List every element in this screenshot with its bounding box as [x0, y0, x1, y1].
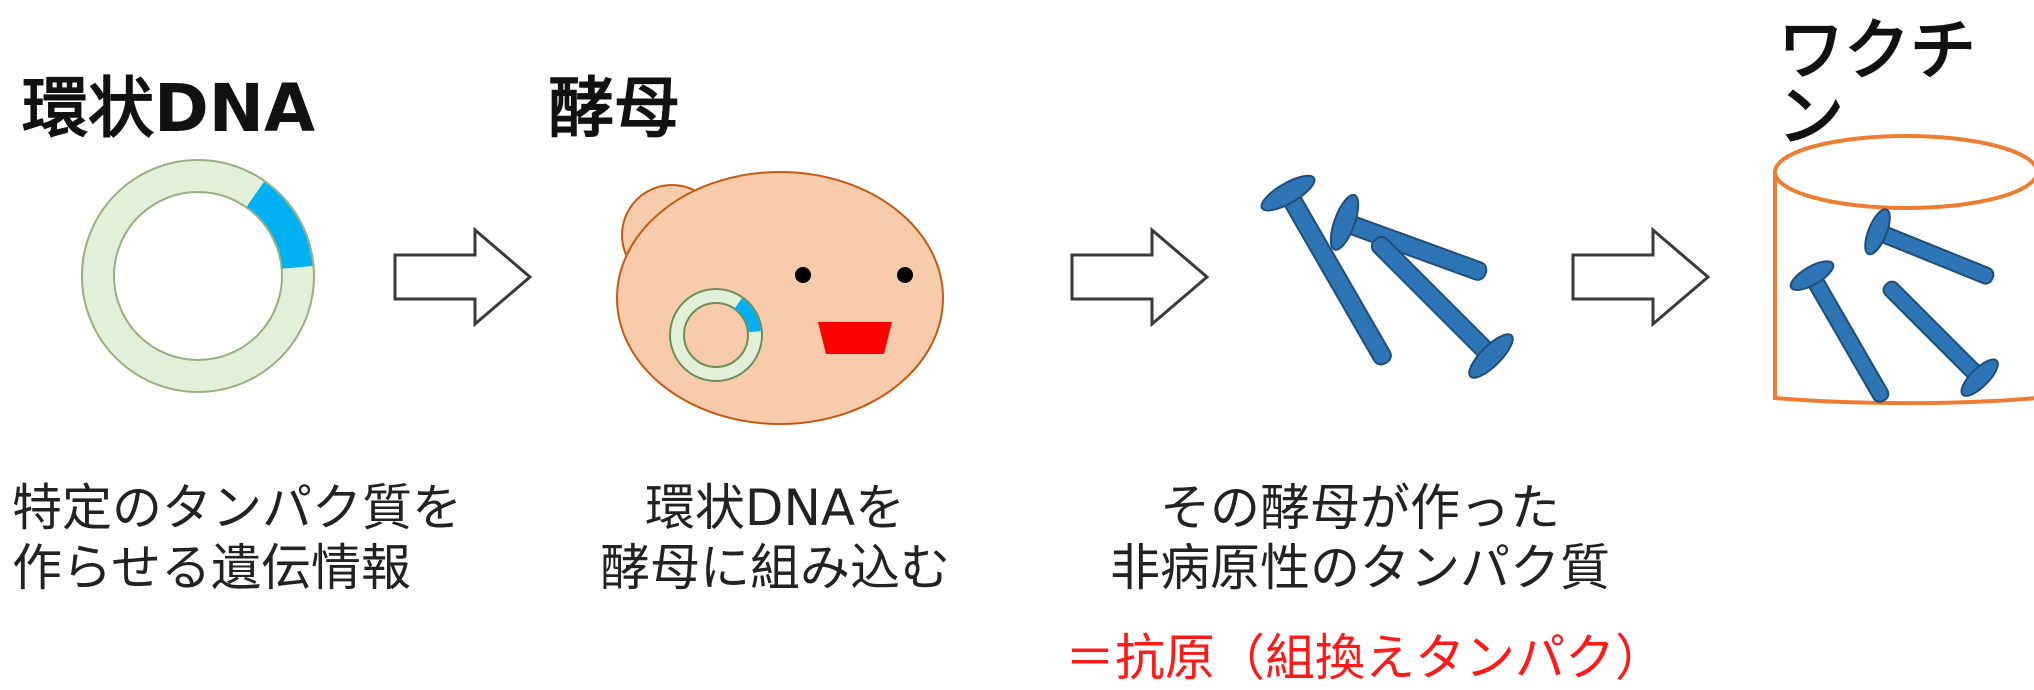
caption-yeast-line-1: 環状DNAを: [644, 479, 906, 537]
yeast-cell-icon: [616, 171, 944, 425]
caption-yeast-line-2: 酵母に組み込む: [600, 539, 950, 597]
small-dna-ring: [669, 288, 763, 382]
protein-molecule-icon: [1260, 174, 1514, 379]
vaccine-container-icon: [1773, 134, 2034, 406]
title-yeast: 酵母: [548, 70, 680, 147]
title-circular-dna: 環状DNA: [22, 70, 316, 147]
caption-dna-line-2: 作らせる遺伝情報: [12, 539, 411, 597]
caption-protein-line-1: その酵母が作った: [1160, 479, 1560, 537]
arrow-right-icon: [393, 226, 533, 328]
arrow-right-icon: [1571, 226, 1711, 328]
caption-dna: 特定のタンパク質を 作らせる遺伝情報: [12, 478, 532, 598]
caption-dna-line-1: 特定のタンパク質を: [12, 479, 462, 537]
caption-protein: その酵母が作った 非病原性のタンパク質: [1055, 478, 1665, 598]
caption-yeast: 環状DNAを 酵母に組み込む: [560, 478, 990, 598]
caption-antigen: ＝抗原（組換えタンパク）: [1065, 629, 1665, 687]
arrow-right-icon: [1070, 226, 1210, 328]
title-vaccine: ワクチン: [1778, 12, 1976, 155]
yeast-mouth: [818, 322, 892, 354]
caption-protein-line-2: 非病原性のタンパク質: [1110, 539, 1610, 597]
circular-dna-icon: [81, 159, 315, 393]
